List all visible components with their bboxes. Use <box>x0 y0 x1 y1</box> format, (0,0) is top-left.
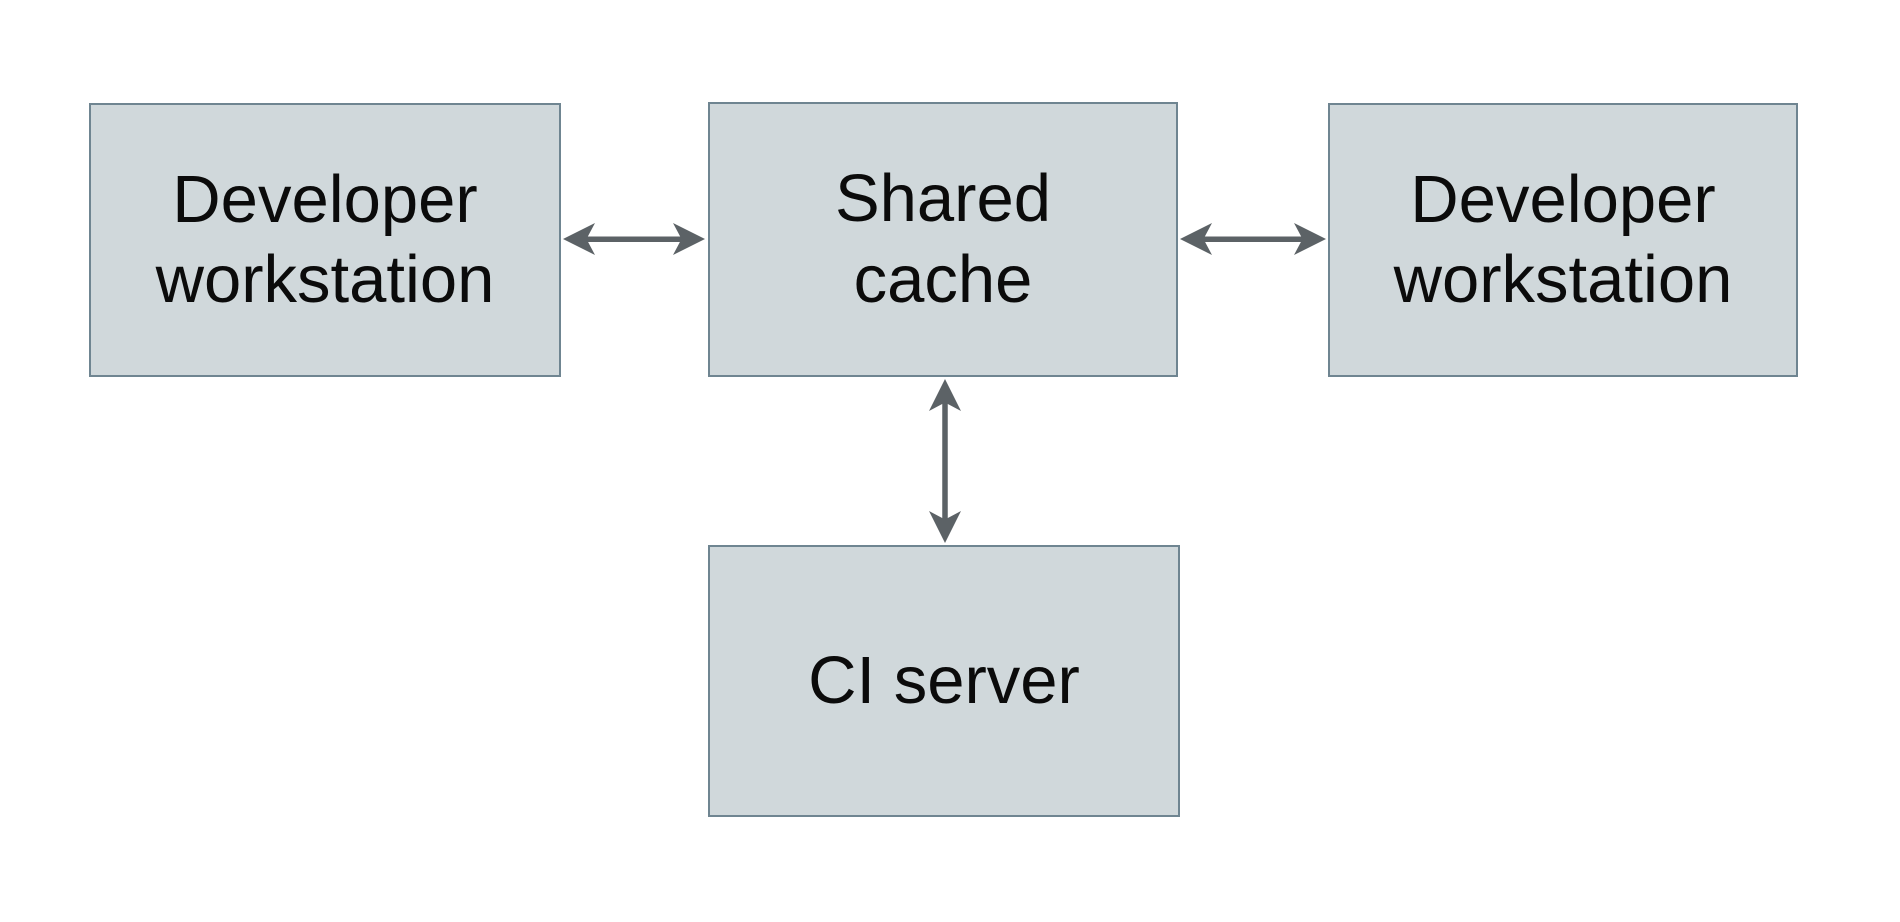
node-label-line: CI server <box>808 642 1080 718</box>
node-label-line: workstation <box>1393 242 1733 317</box>
node-shared-cache: Shared cache <box>708 102 1178 377</box>
node-developer-workstation-left: Developer workstation <box>89 103 561 377</box>
node-label-line: cache <box>853 241 1033 317</box>
node-label-line: workstation <box>155 242 495 317</box>
node-ci-server: CI server <box>708 545 1180 817</box>
node-label-line: Developer <box>1410 161 1716 237</box>
node-label-line: Shared <box>834 161 1052 237</box>
node-developer-workstation-right: Developer workstation <box>1328 103 1798 377</box>
bidirectional-arrow-shared-cache-ci-server <box>929 379 961 543</box>
bidirectional-arrow-shared-cache-right-workstation <box>1180 223 1326 255</box>
node-label-line: Developer <box>172 161 478 237</box>
bidirectional-arrow-left-workstation-shared-cache <box>563 223 705 255</box>
